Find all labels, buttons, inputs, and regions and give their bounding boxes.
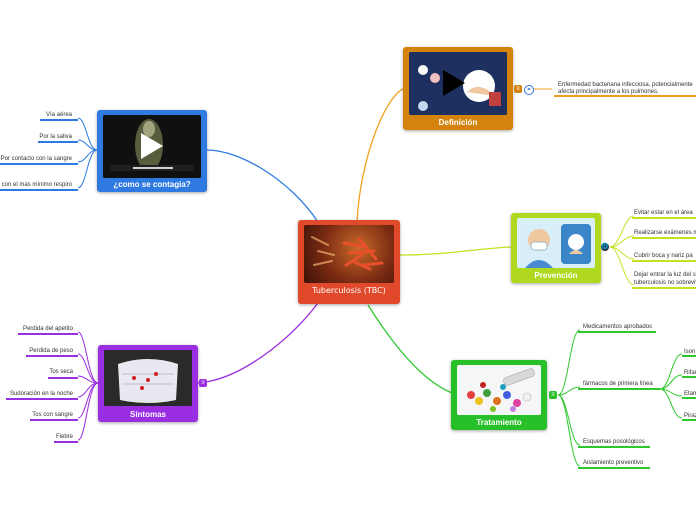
definicion-video-thumbnail[interactable]: [409, 52, 507, 115]
node-sintomas[interactable]: Síntomas: [98, 345, 198, 422]
definicion-link-icon[interactable]: ⚭: [524, 85, 534, 95]
tratamiento-image: [457, 365, 541, 415]
branch-prevencion: [399, 246, 513, 256]
farmaco-item-2: Rifar: [684, 370, 696, 376]
tratamiento-item-2: fármacos de primera línea: [583, 381, 653, 387]
tratamiento-title: Tratamiento: [476, 418, 522, 427]
sintomas-item-3: Tos seca: [49, 369, 73, 375]
prevencion-item-4: Dejar entrar la luz del sol: [634, 272, 696, 278]
node-prevencion[interactable]: Prevención: [511, 213, 601, 283]
tratamiento-item-1: Medicamentos aprobados: [583, 324, 653, 330]
definicion-notes-icon[interactable]: ≡: [514, 85, 522, 93]
tratamiento-notes-icon[interactable]: ≡: [549, 391, 557, 399]
sintomas-image: [104, 350, 192, 406]
prevencion-globe-icon[interactable]: 🌐: [601, 243, 609, 251]
center-title: Tuberculosis (TBC): [312, 286, 386, 295]
node-contagia[interactable]: ¿como se contagia?: [97, 110, 207, 192]
play-icon[interactable]: [443, 70, 465, 96]
branch-tratamiento: [367, 304, 453, 394]
bacteria-image: [304, 225, 394, 283]
node-tratamiento[interactable]: Tratamiento: [451, 360, 547, 430]
bacteria-illustration: [311, 236, 384, 271]
contagia-item-3: Por contacto con la sangre: [0, 156, 72, 162]
contagia-item-4: con el mas mínimo respiro: [1, 182, 72, 188]
contagia-title: ¿como se contagia?: [113, 180, 191, 189]
sintomas-item-4: Sudoración en la noche: [9, 391, 73, 397]
sintomas-item-6: Fiebre: [55, 434, 73, 440]
definicion-title: Definición: [438, 118, 478, 127]
prevencion-title: Prevención: [534, 271, 578, 280]
sintomas-item-5: Tos con sangre: [32, 412, 73, 418]
sintomas-item-1: Perdida del apetito: [22, 326, 73, 332]
tratamiento-item-4: Aislamiento preventivo: [583, 460, 644, 466]
prevencion-image: [517, 218, 595, 268]
sintomas-item-2: Perdida de peso: [29, 348, 73, 354]
sintomas-illustration: [104, 350, 192, 406]
sintomas-title: Síntomas: [129, 410, 166, 419]
branch-definicion: [356, 87, 406, 223]
sintomas-notes-icon[interactable]: ≡: [199, 379, 207, 387]
tratamiento-illustration: [467, 368, 535, 412]
prevencion-illustration: [525, 224, 591, 268]
contagia-item-1: Vía aérea: [45, 112, 72, 118]
center-node-tuberculosis[interactable]: Tuberculosis (TBC): [298, 220, 400, 304]
play-icon[interactable]: [141, 133, 163, 159]
farmaco-item-3: Etam: [684, 391, 696, 397]
branch-contagia: [206, 149, 319, 223]
prevencion-item-1: Evitar estar en el área: [634, 210, 693, 216]
contagia-video-thumbnail[interactable]: [103, 115, 201, 178]
contagia-item-2: Por la saliva: [39, 134, 72, 140]
prevencion-item-3: Cubrir boca y nariz pa: [634, 253, 693, 259]
definicion-text-line-1: Enfermedad bacteriana infecciosa, potenc…: [558, 82, 693, 88]
contagia-illustration: [103, 115, 201, 178]
tratamiento-item-3: Esquemas posológicos: [583, 439, 645, 445]
prevencion-item-2: Realizarse exámenes m: [634, 230, 696, 236]
farmaco-item-1: Ison: [684, 349, 696, 355]
definicion-text-line-2: afecta principalmente a los pulmones.: [558, 89, 659, 95]
farmaco-item-4: Piraz: [684, 413, 696, 419]
prevencion-item-4b: tuberculosis no sobrevive: [634, 280, 696, 286]
node-definicion[interactable]: Definición: [403, 47, 513, 130]
branch-sintomas: [197, 302, 319, 384]
